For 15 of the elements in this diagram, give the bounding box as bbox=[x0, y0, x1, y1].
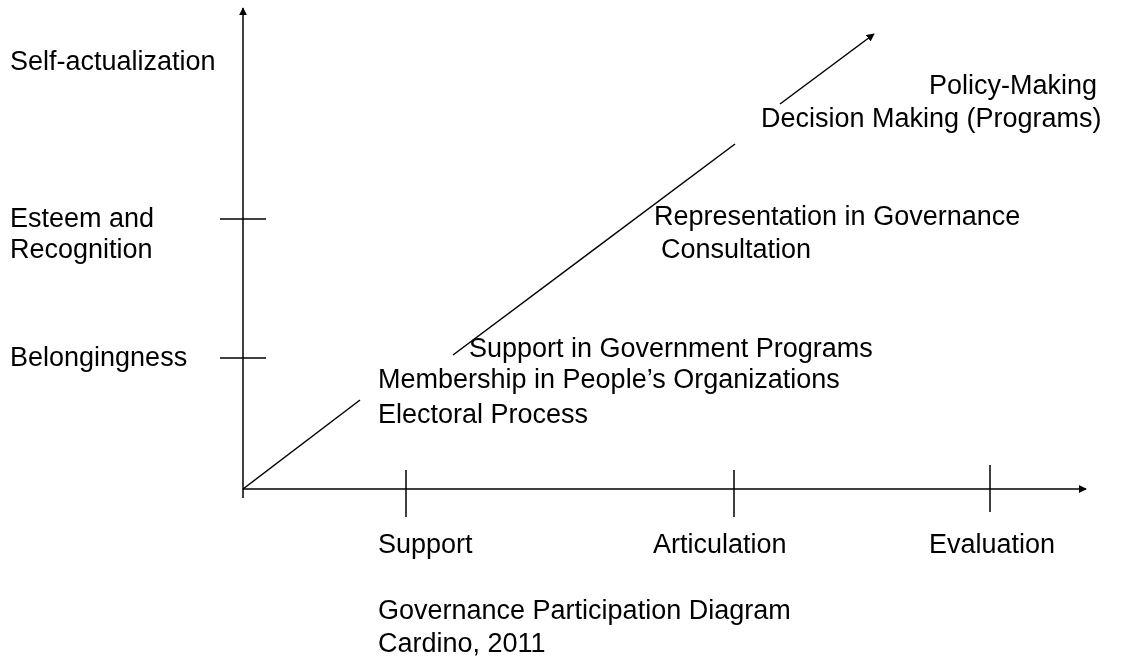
level-label: Support in Government Programs bbox=[469, 333, 873, 364]
caption: Governance Participation Diagram bbox=[378, 595, 791, 626]
axis-label: Articulation bbox=[653, 529, 787, 560]
level-label: Decision Making (Programs) bbox=[761, 103, 1102, 134]
source-note: Cardino, 2011 bbox=[378, 628, 546, 659]
level-label: Representation in Governance bbox=[654, 201, 1021, 232]
level-label: Consultation bbox=[661, 234, 812, 265]
axis-label: Self-actualization bbox=[10, 46, 216, 77]
axis-label: Belongingness bbox=[10, 342, 188, 373]
level-label: Membership in People’s Organizations bbox=[378, 364, 840, 395]
axis-label: Support bbox=[378, 529, 473, 560]
level-label: Electoral Process bbox=[378, 399, 589, 430]
level-label: Policy-Making bbox=[929, 70, 1098, 101]
axis-label: Esteem and Recognition bbox=[10, 203, 156, 265]
axis-label: Evaluation bbox=[929, 529, 1056, 560]
